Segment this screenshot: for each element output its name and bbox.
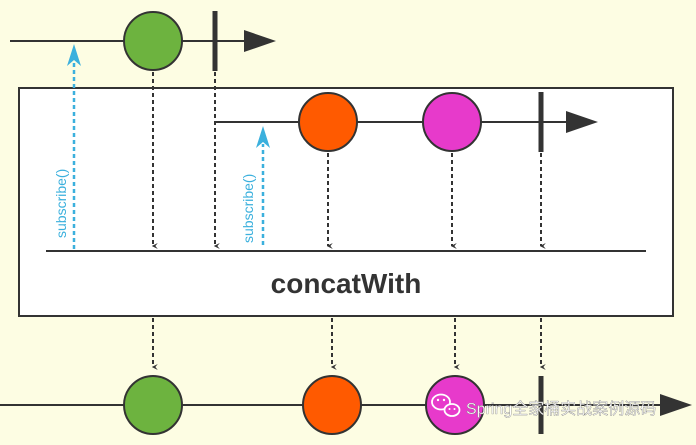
input-arrows bbox=[151, 72, 546, 249]
first-source-timeline bbox=[10, 11, 276, 71]
watermark-text: Spring全家桶实战案例源码 bbox=[466, 400, 656, 418]
second-orange-marble bbox=[298, 92, 358, 152]
watermark: Spring全家桶实战案例源码 bbox=[431, 393, 656, 418]
result-orange-marble bbox=[302, 375, 362, 435]
output-arrows bbox=[151, 318, 546, 370]
operator-label: concatWith bbox=[271, 268, 422, 299]
wechat-icon bbox=[431, 393, 461, 417]
second-source-timeline bbox=[215, 92, 598, 152]
subscribe-label-first: subscribe() bbox=[53, 169, 69, 238]
second-timeline-arrowhead bbox=[566, 111, 598, 133]
subscribe-label-second: subscribe() bbox=[240, 174, 256, 243]
second-magenta-marble bbox=[422, 92, 482, 152]
subscribe-arrow-second: subscribe() bbox=[240, 126, 270, 245]
result-green-marble bbox=[123, 375, 183, 435]
result-timeline-arrowhead bbox=[660, 394, 692, 416]
first-green-marble bbox=[123, 11, 183, 71]
first-timeline-arrowhead bbox=[244, 30, 276, 52]
subscribe-arrow-first: subscribe() bbox=[53, 44, 81, 249]
